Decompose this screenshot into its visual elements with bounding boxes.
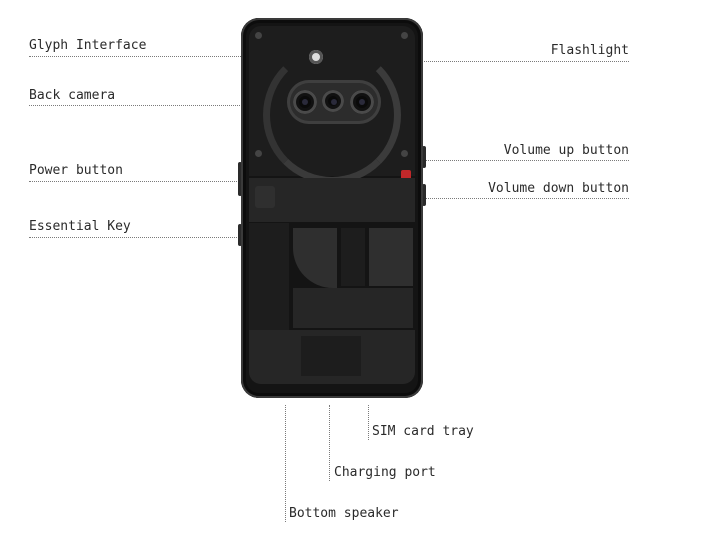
label-back-camera: Back camera (29, 88, 116, 103)
label-sim-tray: SIM card tray (372, 424, 474, 439)
essential-key (238, 224, 242, 246)
power-button (238, 162, 242, 196)
leader-flashlight (320, 61, 629, 62)
lower-curve-panel (293, 228, 337, 288)
lower-strip (341, 228, 365, 286)
screw (401, 150, 408, 157)
leader-glyph-interface (29, 56, 279, 57)
leader-charging-port (329, 405, 330, 481)
camera-lens-icon (293, 90, 317, 114)
leader-essential-key (29, 237, 241, 238)
label-power-button: Power button (29, 163, 123, 178)
screw (255, 150, 262, 157)
volume-down-button (422, 184, 426, 206)
leader-volume-up (423, 160, 629, 161)
label-flashlight: Flashlight (550, 43, 629, 58)
phone-back (241, 18, 423, 398)
leader-power-button (29, 181, 241, 182)
label-essential-key: Essential Key (29, 219, 131, 234)
screw (401, 32, 408, 39)
label-bottom-speaker: Bottom speaker (289, 506, 399, 521)
volume-up-button (422, 146, 426, 168)
lower-right-panel (369, 228, 413, 286)
label-glyph-interface: Glyph Interface (29, 38, 147, 53)
camera-lens-icon (322, 90, 344, 112)
label-volume-down: Volume down button (488, 181, 629, 196)
screw (255, 32, 262, 39)
leader-volume-down (423, 198, 629, 199)
leader-sim-tray (368, 405, 369, 440)
leader-bottom-speaker (285, 405, 286, 522)
label-charging-port: Charging port (334, 465, 436, 480)
flash-led-icon (309, 50, 323, 64)
bottom-inner-panel (301, 336, 361, 376)
camera-lens-icon (350, 90, 374, 114)
camera-module (287, 80, 381, 124)
mid-panel-chip (255, 186, 275, 208)
label-volume-up: Volume up button (503, 143, 629, 158)
red-accent-dot (401, 170, 411, 180)
lower-mid-panel (293, 288, 413, 328)
leader-back-camera (29, 105, 292, 106)
mid-panel (249, 178, 415, 222)
